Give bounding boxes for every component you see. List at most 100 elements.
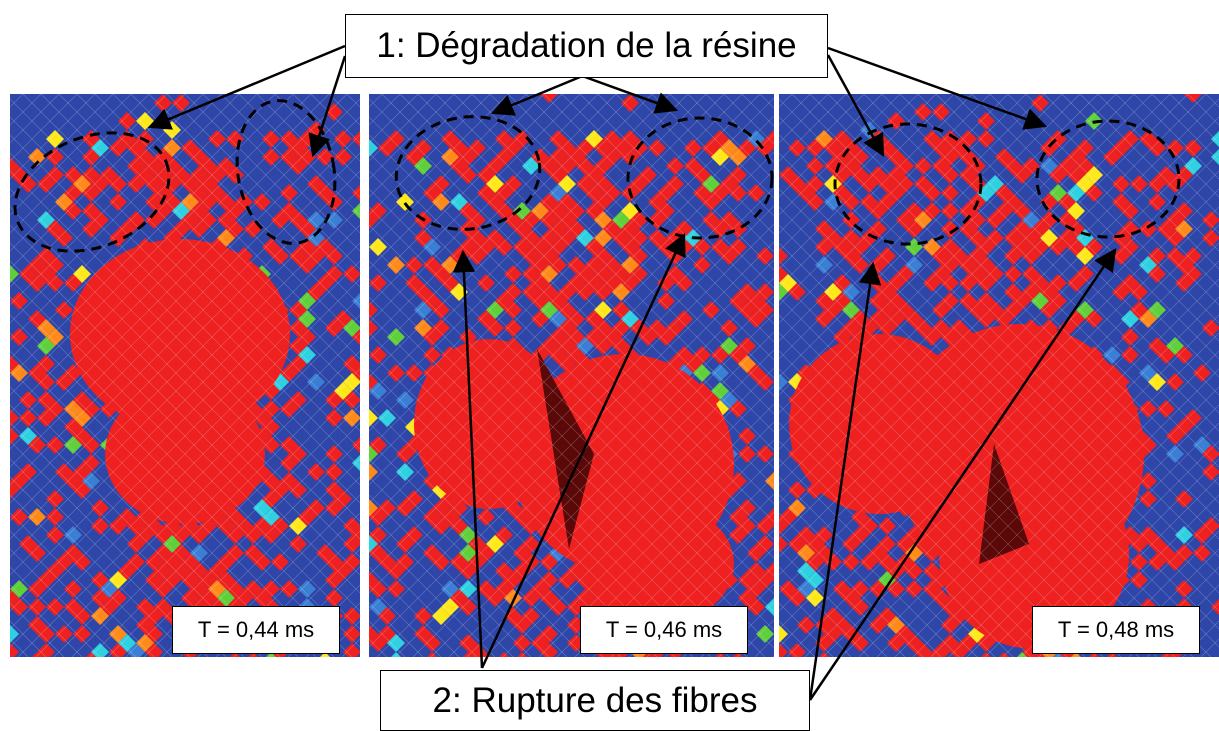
mesh-element [405,256,423,274]
mesh-element [693,256,711,274]
mesh-element [28,274,46,292]
mesh-element [369,238,387,256]
mesh-element [64,580,82,598]
mesh-element [1130,571,1148,589]
mesh-element [325,445,343,463]
mesh-element [423,634,441,652]
mesh-element [145,643,163,657]
mesh-element [244,526,262,544]
mesh-element [1202,211,1219,229]
mesh-element [10,625,19,643]
mesh-element [19,391,37,409]
mesh-element [369,139,378,157]
mesh-element [55,301,73,319]
mesh-element [325,589,343,607]
mesh-element [711,364,729,382]
mesh-element [765,472,774,490]
mesh-element [756,517,774,535]
mesh-element [127,643,145,657]
resin-degradation-label: 1: Dégradation de la résine [345,14,828,78]
mesh-element [423,346,441,364]
mesh-element [46,598,64,616]
time-label-3: T = 0,48 ms [1032,606,1200,654]
mesh-element [1175,490,1193,508]
mesh-element [738,427,756,445]
mesh-element [779,643,788,657]
mesh-element [1175,580,1193,598]
mesh-element [1130,553,1148,571]
impact-deformation [105,384,265,524]
mesh-element [82,436,100,454]
mesh-element [352,185,360,201]
mesh-element [756,445,774,463]
mesh-element [73,607,91,625]
mesh-element [190,220,208,238]
mesh-element [369,571,378,589]
mesh-element [747,598,765,616]
mesh-element [1166,373,1184,391]
mesh-element [369,319,378,337]
mesh-element [720,247,738,265]
mesh-element [1202,463,1219,481]
mesh-element [1202,319,1219,337]
damage-map-3 [779,94,1219,657]
mesh-element [1157,400,1175,418]
mesh-element [1202,229,1219,247]
mesh-element [1121,346,1139,364]
mesh-element [91,607,109,625]
mesh-element [1166,553,1184,571]
mesh-element [369,301,378,319]
mesh-element [289,481,307,499]
mesh-element [702,301,720,319]
mesh-element [1139,472,1157,490]
mesh-element [396,499,414,517]
mesh-element [1130,283,1148,301]
mesh-element [427,652,437,657]
fiber-rupture-label: 2: Rupture des fibres [380,670,810,731]
mesh-element [280,454,298,472]
mesh-element [10,589,19,607]
mesh-element [1121,310,1139,328]
mesh-element [788,139,806,157]
mesh-element [756,247,774,265]
mesh-element [46,526,64,544]
mesh-element [91,517,109,535]
mesh-element [343,625,360,643]
mesh-element [307,373,325,391]
mesh-element [352,131,360,147]
mesh-element [343,409,360,427]
mesh-element [37,337,55,355]
mesh-element [343,607,360,625]
mesh-element [289,535,307,553]
mesh-element [271,247,289,265]
mesh-element [343,517,360,535]
mesh-element [432,301,450,319]
mesh-element [369,508,387,526]
mesh-element [765,598,774,616]
mesh-element [779,283,788,301]
mesh-element [91,643,109,657]
mesh-element [325,571,343,589]
mesh-element [10,643,19,657]
mesh-element [343,391,360,409]
mesh-element [405,364,423,382]
mesh-element [343,319,360,337]
mesh-element [369,463,378,481]
mesh-element [1148,373,1166,391]
mesh-element [1112,247,1130,265]
mesh-element [28,580,46,598]
mesh-element [190,526,208,544]
time-label-1: T = 0,44 ms [172,606,340,654]
mesh-element [369,634,387,652]
mesh-element [396,445,414,463]
mesh-element [806,193,824,211]
mesh-element [343,643,360,657]
mesh-element [352,437,360,453]
mesh-element [1166,427,1184,445]
mesh-element [369,409,378,427]
mesh-element [226,526,244,544]
mesh-element [127,535,145,553]
mesh-element [414,607,432,625]
mesh-element [154,580,172,598]
mesh-element [343,355,360,373]
